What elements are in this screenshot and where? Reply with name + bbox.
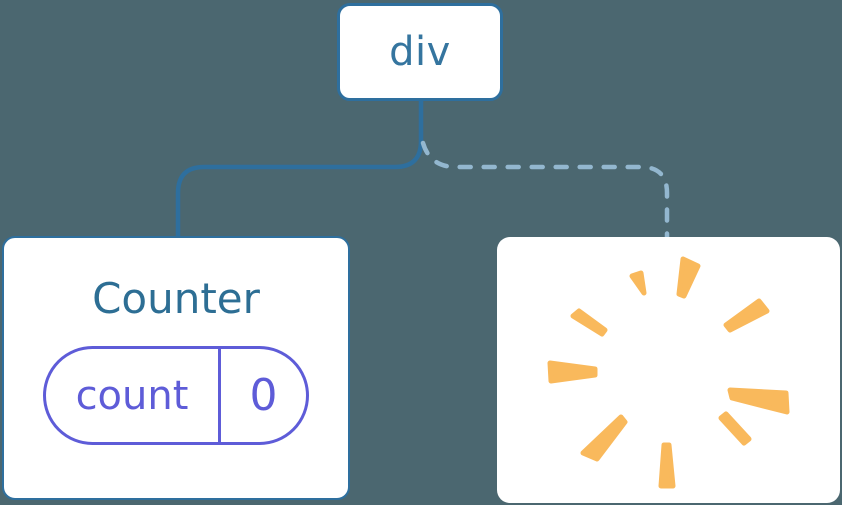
dashed-connector-line [420, 140, 670, 242]
poof-ray [718, 411, 752, 446]
poof-ray [676, 256, 701, 299]
poof-ray [658, 442, 676, 489]
poof-ray [723, 298, 770, 333]
root-node: div [337, 3, 503, 101]
state-pill: count 0 [43, 346, 309, 446]
poof-ray [727, 387, 790, 415]
poof-ray [629, 270, 647, 296]
state-value-cell: 0 [249, 370, 278, 422]
poof-ray [580, 414, 628, 462]
root-node-label: div [389, 29, 451, 75]
counter-title: Counter [92, 274, 260, 323]
counter-component-node: Counter count 0 [2, 236, 350, 500]
poof-ray [570, 308, 608, 337]
poof-ray [547, 360, 598, 384]
state-key-cell: count [46, 349, 221, 443]
poof-icon [547, 256, 790, 489]
solid-connector-line [175, 97, 424, 241]
removed-component-node [497, 237, 840, 503]
